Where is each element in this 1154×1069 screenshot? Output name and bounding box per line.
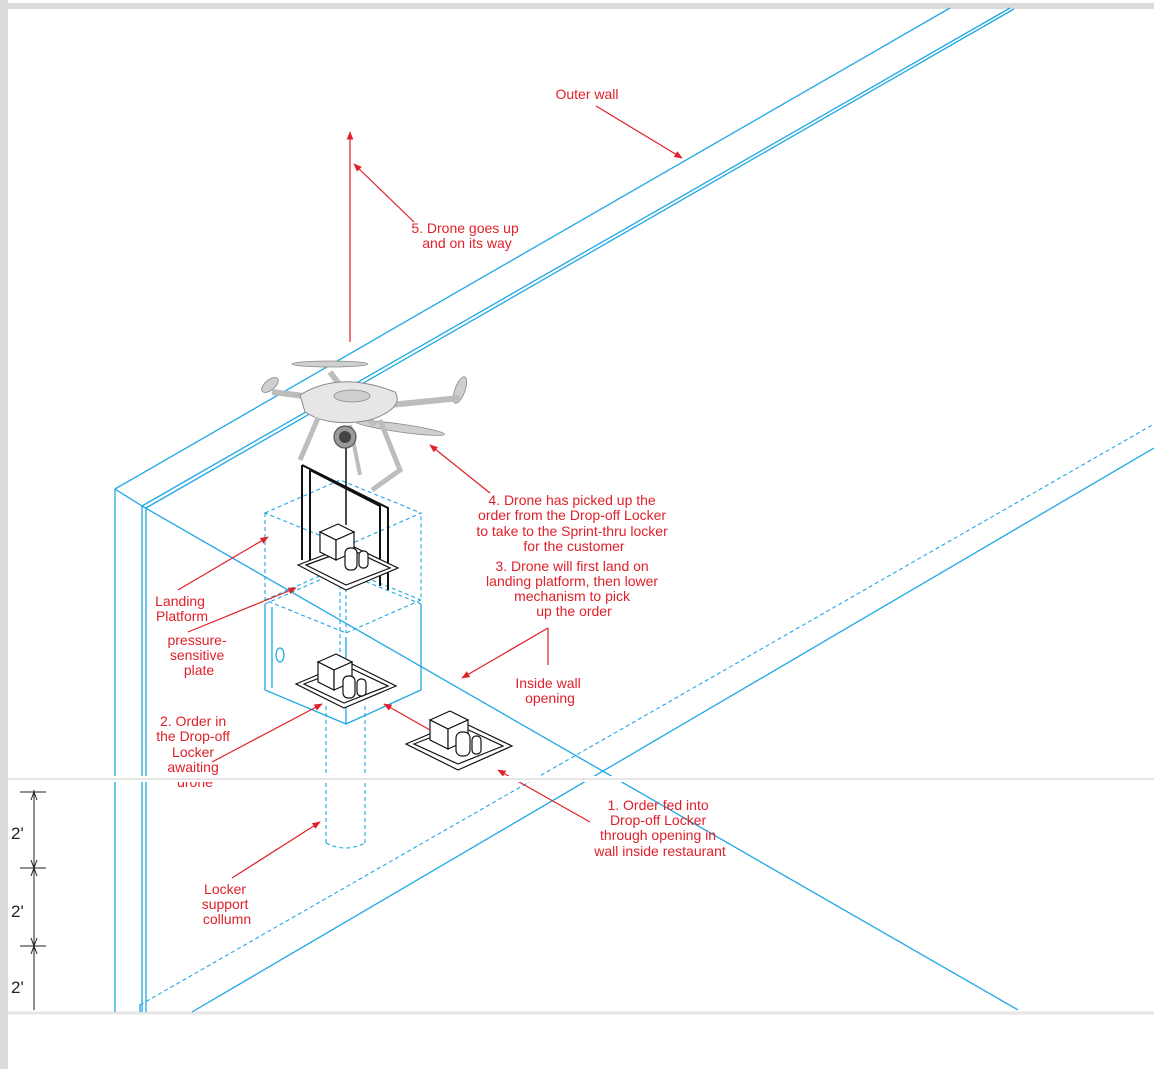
label-step1: 1. Order fed into Drop-off Locker throug…	[593, 797, 726, 859]
food-order-locker	[316, 653, 367, 699]
label-step3: 3. Drone will first land on landing plat…	[486, 558, 662, 619]
dimension-label: 2'	[11, 902, 24, 921]
locker-support-column	[325, 706, 366, 849]
cup-icon	[455, 731, 471, 757]
dimension-label: 2'	[11, 978, 24, 997]
dimension-ruler: 2' 2' 2'	[11, 790, 46, 1010]
drone-icon	[261, 360, 468, 493]
cup-icon	[342, 675, 356, 699]
label-inside-wall: Inside wall opening	[515, 675, 584, 706]
label-step5: 5. Drone goes up and on its way	[411, 220, 522, 251]
dimension-label: 2'	[11, 824, 24, 843]
food-order-upper	[318, 523, 369, 571]
label-landing-platform: Landing Platform	[155, 593, 209, 624]
label-step4: 4. Drone has picked up the order from th…	[476, 492, 671, 554]
label-outer-wall: Outer wall	[555, 86, 618, 102]
label-support-column: Locker support collumn	[202, 881, 253, 927]
inside-wall	[139, 423, 1154, 1013]
cup-icon	[344, 547, 358, 571]
label-pressure-plate: pressure- sensitive plate	[167, 632, 230, 678]
annotation-arrows	[177, 105, 683, 879]
annotation-labels: Outer wall 5. Drone goes up and on its w…	[155, 86, 726, 927]
food-order-incoming	[428, 710, 482, 757]
